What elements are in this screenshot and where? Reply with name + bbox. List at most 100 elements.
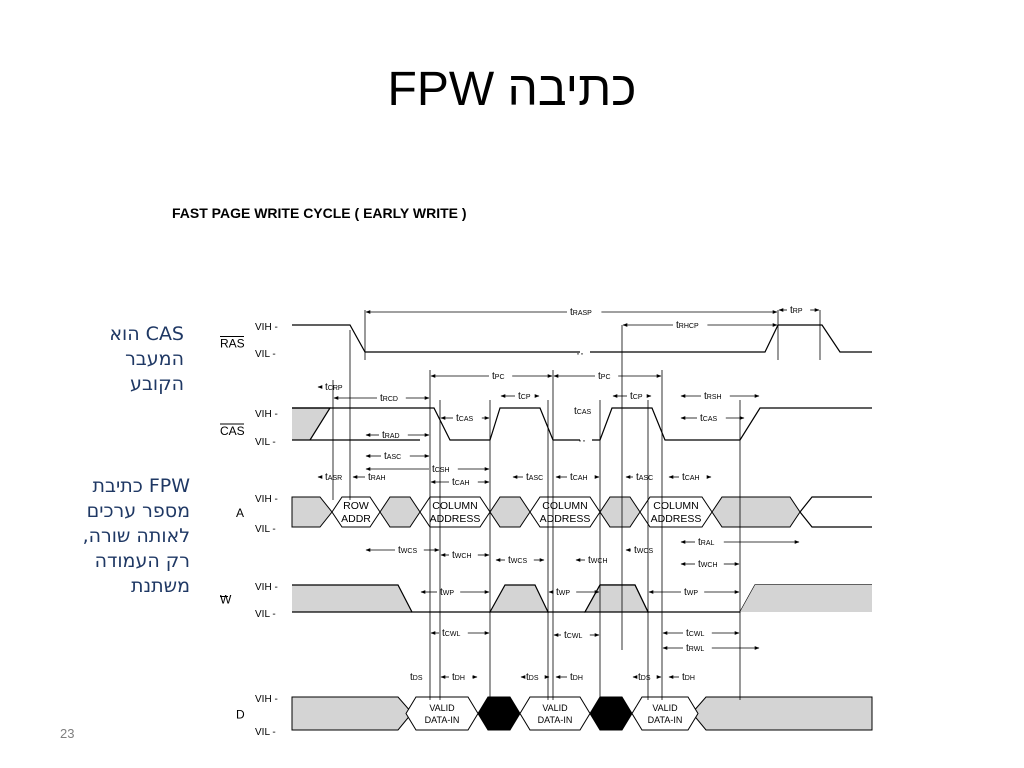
addr-invalid-4 bbox=[599, 496, 641, 528]
data-box-line2: DATA-IN bbox=[425, 715, 460, 725]
timing-label-tcp: tCP bbox=[630, 391, 643, 402]
addr-invalid-3 bbox=[489, 496, 531, 528]
timing-label-twp: tWP bbox=[556, 587, 570, 598]
cas-pulses-1 bbox=[292, 407, 580, 441]
timing-label-tcwl: tCWL bbox=[686, 628, 704, 639]
vih-label: VIH - bbox=[255, 582, 278, 593]
timing-label-trhcp: tRHCP bbox=[676, 320, 699, 331]
ras-waveform bbox=[292, 324, 580, 353]
waveforms: ·· ·· bbox=[291, 310, 873, 731]
timing-label-tcwl: tCWL bbox=[564, 630, 582, 641]
address-box bbox=[331, 496, 381, 528]
vil-label: VIL - bbox=[255, 437, 276, 448]
address-box bbox=[639, 496, 713, 528]
addr-invalid-1 bbox=[291, 496, 333, 528]
timing-label-trcd: tRCD bbox=[380, 393, 398, 404]
vil-label: VIL - bbox=[255, 524, 276, 535]
timing-label-tds: tDS bbox=[526, 672, 539, 683]
data-box bbox=[631, 696, 699, 731]
addr-tail-high bbox=[799, 496, 872, 513]
timing-label-trad: tRAD bbox=[382, 430, 400, 441]
addr-tail-low bbox=[799, 511, 872, 528]
w-gray-4 bbox=[740, 585, 872, 612]
data-box-line2: DATA-IN bbox=[538, 715, 573, 725]
w-wave-1 bbox=[292, 584, 490, 613]
timing-label-tcas: tCAS bbox=[456, 413, 474, 424]
timing-label-trsh: tRSH bbox=[704, 391, 722, 402]
address-box-line1: COLUMN bbox=[542, 500, 588, 512]
timing-label-twcs: tWCS bbox=[398, 545, 417, 556]
address-box-line2: ADDR bbox=[341, 513, 371, 525]
w-gray-3 bbox=[583, 584, 649, 613]
annotation-cas-transition: CAS הוא המעבר הקובע bbox=[109, 323, 184, 395]
vih-label: VIH - bbox=[255, 322, 278, 333]
timing-label-twch: tWCH bbox=[588, 555, 608, 566]
slide-title: FPW כתיבה bbox=[387, 63, 637, 116]
timing-label-trp: tRP bbox=[790, 305, 803, 316]
w-gray-1 bbox=[292, 585, 412, 612]
timing-label-twp: tWP bbox=[440, 587, 454, 598]
timing-label-tpc: tPC bbox=[492, 371, 505, 382]
w-gray-2 bbox=[488, 584, 549, 613]
cas-gray bbox=[292, 408, 330, 440]
address-box-line1: ROW bbox=[343, 500, 369, 512]
ras-waveform-end bbox=[590, 324, 872, 353]
timing-label-twcs: tWCS bbox=[508, 555, 527, 566]
addr-invalid-5 bbox=[711, 496, 801, 528]
timing-label-trwl: tRWL bbox=[686, 643, 704, 654]
cas-continuation: ·· bbox=[578, 433, 586, 447]
annotation-fpw-description: FPW כתיבת מספר ערכים לאותה שורה, רק העמו… bbox=[82, 475, 190, 597]
timing-label-tcp: tCP bbox=[518, 391, 531, 402]
addr-invalid-2 bbox=[379, 496, 421, 528]
data-box-line1: VALID bbox=[652, 703, 678, 713]
ras-continuation: ·· bbox=[576, 346, 584, 360]
timing-label-tasr: tASR bbox=[325, 472, 342, 483]
signal-label-w: W bbox=[220, 593, 232, 607]
timing-label-tpc: tPC bbox=[598, 371, 611, 382]
data-box-line1: VALID bbox=[429, 703, 455, 713]
timing-label-tdh: tDH bbox=[682, 672, 695, 683]
timing-label-tral: tRAL bbox=[698, 537, 715, 548]
vih-label: VIH - bbox=[255, 409, 278, 420]
data-box-line2: DATA-IN bbox=[648, 715, 683, 725]
address-box-line1: COLUMN bbox=[432, 500, 478, 512]
signal-label-cas: CAS bbox=[220, 424, 245, 438]
vih-label: VIH - bbox=[255, 694, 278, 705]
vil-label: VIL - bbox=[255, 727, 276, 738]
data-invalid-1 bbox=[291, 696, 413, 731]
signal-label-ras: RAS bbox=[220, 337, 245, 351]
timing-label-tcah: tCAH bbox=[570, 472, 588, 483]
timing-label-twcs: tWCS bbox=[634, 545, 653, 556]
timing-label-tcwl: tCWL bbox=[442, 628, 460, 639]
data-box-line1: VALID bbox=[542, 703, 568, 713]
signal-label-a: A bbox=[236, 506, 244, 520]
timing-label-trah: tRAH bbox=[368, 472, 386, 483]
vil-label: VIL - bbox=[255, 609, 276, 620]
address-box-line2: ADDRESS bbox=[430, 513, 481, 525]
vih-label: VIH - bbox=[255, 494, 278, 505]
timing-parameters: tRASP tRP tRHCP tCRP tRCD tCAS tPC tPC tCP tCAS tC… bbox=[317, 305, 820, 683]
timing-label-tasc: tASC bbox=[526, 472, 543, 483]
timing-label-tcas: tCAS bbox=[574, 406, 592, 417]
timing-label-tcsh: tCSH bbox=[432, 464, 450, 475]
page-number: 23 bbox=[60, 726, 75, 741]
timing-label-tasc: tASC bbox=[384, 451, 401, 462]
signal-labels: RAS VIH - VIL - CAS VIH - VIL - A VIH - VIL - W VI… bbox=[220, 322, 278, 738]
cas-pulses-2 bbox=[592, 407, 872, 441]
timing-label-tcas: tCAS bbox=[700, 413, 718, 424]
timing-label-tdh: tDH bbox=[452, 672, 465, 683]
address-box-line2: ADDRESS bbox=[651, 513, 702, 525]
vil-label: VIL - bbox=[255, 349, 276, 360]
timing-label-twch: tWCH bbox=[452, 550, 472, 561]
address-box-line2: ADDRESS bbox=[540, 513, 591, 525]
data-high-z-2 bbox=[589, 696, 633, 731]
signal-label-d: D bbox=[236, 708, 245, 722]
data-high-z-1 bbox=[477, 696, 521, 731]
timing-label-tdh: tDH bbox=[570, 672, 583, 683]
timing-label-trasp: tRASP bbox=[570, 307, 592, 318]
timing-label-twch: tWCH bbox=[698, 559, 718, 570]
timing-label-tcrp: tCRP bbox=[325, 382, 343, 393]
timing-label-twp: tWP bbox=[684, 587, 698, 598]
timing-label-tds: tDS bbox=[410, 672, 423, 683]
